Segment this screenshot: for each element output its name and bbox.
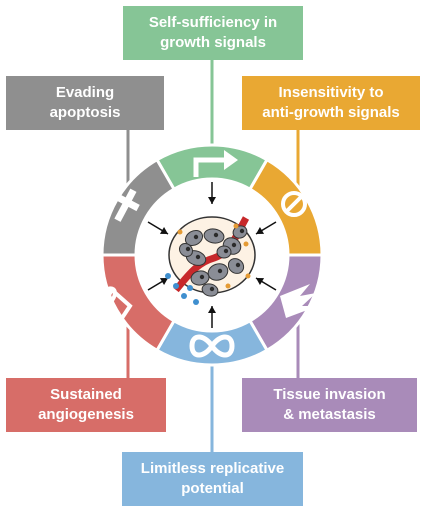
tumor-cell [227,258,245,274]
hallmark-replicative-potential: Limitless replicative potential [122,452,303,506]
tumor-cell-cluster [165,216,256,305]
tumor-cell [216,245,232,259]
hallmark-angiogenesis: Sustained angiogenesis [6,378,166,432]
stroma-dot [245,273,251,279]
hallmark-bottom-line1: Limitless replicative [140,460,285,477]
hallmark-bl-line1: Sustained [50,386,122,403]
no-entry-icon [281,191,307,217]
hallmark-tr-line2: anti-growth signals [262,104,400,121]
connector-lines [126,58,300,455]
arrow-icon [193,150,238,177]
hallmark-tr-line1: Insensitivity to [278,84,384,101]
inward-arrow [147,221,169,235]
hallmark-br-line1: Tissue invasion [273,386,386,403]
inward-arrow [255,277,277,291]
inward-arrow [208,306,216,328]
inward-arrow [147,277,169,291]
hallmark-top-line2: growth signals [160,34,266,51]
hallmark-insensitivity: Insensitivity to anti-growth signals [242,76,420,130]
hallmark-br-line2: & metastasis [283,406,376,423]
hallmark-self-sufficiency: Self-sufficiency in growth signals [123,6,303,60]
tumor-cell [190,270,210,286]
inward-arrow [208,182,216,204]
stroma-dot [225,283,231,289]
tumor-cell [184,229,204,247]
hallmark-top-line1: Self-sufficiency in [148,14,278,31]
signal-dot [165,273,171,279]
tumor-cells [178,225,248,297]
inward-arrow [255,221,277,235]
hallmark-invasion-metastasis: Tissue invasion & metastasis [242,378,417,432]
tumor-cell [201,283,219,297]
hallmark-evading-apoptosis: Evading apoptosis [6,76,164,130]
signal-dot [181,293,187,299]
invasion-icon [280,284,318,318]
signal-dots [165,223,251,305]
stroma-dot [243,241,249,247]
stroma-dot [177,229,183,235]
signal-dot [173,283,179,289]
stroma-dot [233,223,239,229]
hallmark-tl-line2: apoptosis [49,104,121,121]
signal-dot [187,285,193,291]
inward-arrows [147,182,277,328]
tumor-cell [232,225,248,239]
hallmark-tl-line1: Evading [55,84,115,101]
hallmark-bottom-line2: potential [181,480,244,497]
signal-dot [193,299,199,305]
cross-icon [114,188,140,222]
blood-vessel-icon [97,286,133,321]
hallmark-bl-line2: angiogenesis [38,406,134,423]
tumor-cell [178,242,194,258]
infinity-icon [189,334,235,358]
tumor-cell [203,228,225,244]
